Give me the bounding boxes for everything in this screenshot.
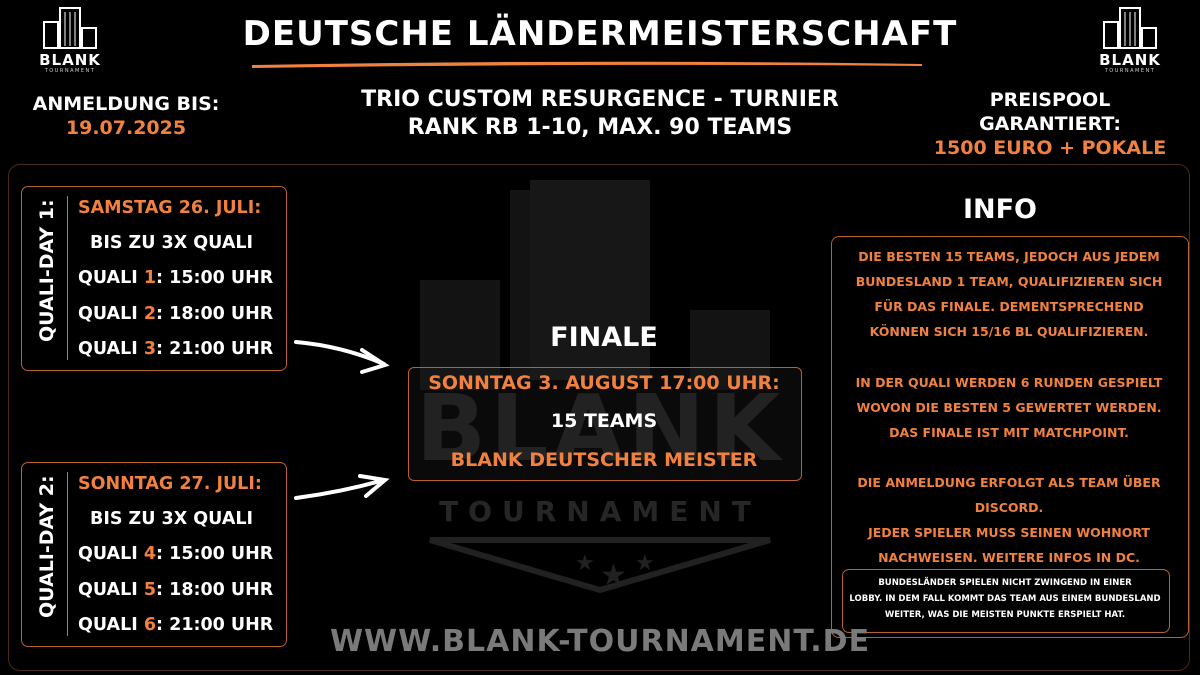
blank-logo-left: BLANK TOURNAMENT [30,6,110,76]
prize-label: PREISPOOL GARANTIERT: [979,89,1121,135]
quali-2-line: QUALI 2: 18:00 UHR [78,304,274,324]
blank-logo-right: BLANK TOURNAMENT [1090,6,1170,76]
svg-text:★: ★ [575,551,595,576]
quali-1-line: QUALI 1: 15:00 UHR [78,268,274,288]
logo-text: BLANK [1099,51,1161,69]
subtitle-line2: RANK RB 1-10, MAX. 90 TEAMS [407,115,793,140]
quali-day-2-info: BIS ZU 3X QUALI [90,509,254,529]
subtitle-line1: TRIO CUSTOM RESURGENCE - TURNIER [361,87,839,112]
logo-subtext: TOURNAMENT [1104,68,1156,74]
finale-date: SONNTAG 3. AUGUST 17:00 UHR: [428,372,780,394]
finale-winner: BLANK DEUTSCHER MEISTER [450,449,758,471]
title-underline [252,61,922,68]
watermark-building-icon: ★ ★ ★ [420,180,771,594]
logo-subtext: TOURNAMENT [44,68,96,74]
quali-day-1-label: QUALI-DAY 1: [36,199,58,342]
quali-day-1-box [21,186,287,371]
divider [67,472,68,636]
finale-teams: 15 TEAMS [550,410,658,432]
building-logo-icon [1103,7,1157,49]
quali-3-line: QUALI 3: 21:00 UHR [78,339,274,359]
logo-text: BLANK [39,51,101,69]
page-title: DEUTSCHE LÄNDERMEISTERSCHAFT [242,14,958,54]
prize-block: PREISPOOL GARANTIERT: 1500 EURO + POKALE [920,88,1180,160]
info-title: INFO [962,194,1038,225]
watermark-subtext: TOURNAMENT [439,495,761,528]
svg-text:★: ★ [600,558,627,593]
quali-day-1-date: SAMSTAG 26. JULI: [78,198,262,218]
quali-4-line: QUALI 4: 15:00 UHR [78,544,274,564]
registration-date: 19.07.2025 [65,117,187,139]
quali-day-2-label: QUALI-DAY 2: [36,475,58,618]
arrow-right-icon [294,474,390,500]
info-note: BUNDESLÄNDER SPIELEN NICHT ZWINGEND IN E… [849,578,1161,620]
quali-6-line: QUALI 6: 21:00 UHR [78,615,274,635]
arrow-right-icon [294,340,390,374]
finale-title: FINALE [550,322,658,353]
subtitle-block: TRIO CUSTOM RESURGENCE - TURNIER RANK RB… [300,86,900,142]
info-box [831,236,1189,638]
website-url: WWW.BLANK-TOURNAMENT.DE [329,624,871,659]
building-logo-icon [43,7,97,49]
watermark-text: BLANK [415,375,785,482]
divider [67,196,68,360]
main-frame [8,164,1190,671]
registration-block: ANMELDUNG BIS: 19.07.2025 [18,92,234,140]
quali-day-2-date: SONNTAG 27. JULI: [78,474,262,494]
quali-5-line: QUALI 5: 18:00 UHR [78,580,274,600]
quali-day-1-info: BIS ZU 3X QUALI [90,233,254,253]
prize-value: 1500 EURO + POKALE [933,137,1167,159]
info-note-box [842,569,1170,633]
svg-text:★: ★ [635,551,655,576]
finale-box [408,367,802,481]
blank-tournament-watermark: ★ ★ ★ BLANK TOURNAMENT [380,170,820,610]
quali-day-2-box [21,462,287,647]
registration-label: ANMELDUNG BIS: [32,93,220,115]
